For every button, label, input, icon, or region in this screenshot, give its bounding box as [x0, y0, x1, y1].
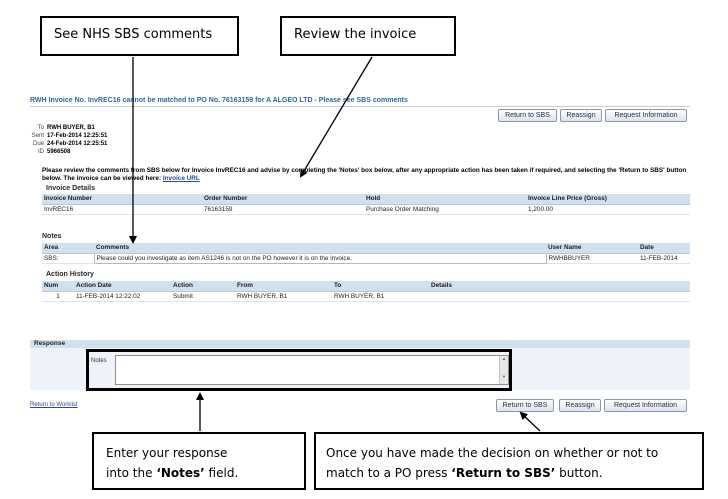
- callout-sbs-text: See NHS SBS comments: [54, 27, 213, 42]
- arrow-to-invoice-url: [299, 56, 373, 178]
- header-to-value: RWH BUYER, B1: [47, 125, 95, 131]
- history-num-cell: 1: [42, 291, 74, 302]
- request-information-button[interactable]: Request Information: [604, 399, 687, 412]
- column-header: Hold: [364, 194, 526, 205]
- reassign-button-top[interactable]: Reassign: [560, 109, 602, 122]
- notes-highlight-frame: [86, 349, 512, 391]
- history-action-cell: Submit: [171, 291, 235, 302]
- column-header: User Name: [546, 243, 638, 254]
- notes-comment-cell: Please could you investigate as item AS1…: [93, 252, 547, 264]
- instructions-text: Please review the comments from SBS belo…: [42, 167, 690, 183]
- callout-review-invoice: Review the invoice: [280, 16, 456, 56]
- table-row: InvREC16 76163159 Purchase Order Matchin…: [42, 204, 690, 215]
- request-information-button-top[interactable]: Request Information: [605, 109, 687, 122]
- scroll-down-icon[interactable]: ▼: [502, 374, 506, 379]
- history-to-cell: RWH BUYER, B1: [332, 291, 429, 302]
- instructions-body: Please review the comments from SBS belo…: [42, 167, 687, 182]
- column-header: Details: [429, 281, 690, 292]
- column-header: Date: [638, 243, 690, 254]
- return-to-sbs-button[interactable]: Return to SBS: [496, 399, 554, 412]
- table-header-row: Area Comments User Name Date: [42, 243, 690, 254]
- arrow-to-return-button: [519, 411, 541, 432]
- callout-review-text: Review the invoice: [294, 27, 417, 42]
- notes-user-cell: RWHBBUYER: [546, 253, 638, 264]
- response-heading: Response: [30, 340, 690, 348]
- invoice-details-table: Invoice Number Order Number Hold Invoice…: [42, 194, 690, 215]
- action-history-table: Num Action Date Action From To Details 1…: [42, 281, 690, 302]
- column-header: Order Number: [202, 194, 364, 205]
- column-header: To: [332, 281, 429, 292]
- callout-return-pre: match to a PO press: [326, 466, 452, 480]
- header-id-label: ID: [38, 149, 44, 155]
- header-due-value: 24-Feb-2014 12:25:51: [47, 141, 108, 147]
- notes-date-cell: 11-FEB-2014: [638, 253, 690, 264]
- title-divider: [30, 106, 690, 107]
- callout-return-line1: Once you have made the decision on wheth…: [326, 446, 659, 460]
- column-header: Invoice Line Price (Gross): [526, 194, 690, 205]
- header-to-label: To: [37, 125, 44, 131]
- callout-notes-bold: ‘Notes’: [156, 466, 205, 480]
- notes-scrollbar[interactable]: ▲ ▼: [499, 356, 508, 384]
- table-row: SBS: Please could you investigate as ite…: [42, 252, 690, 264]
- callout-return-bold: ‘Return to SBS’: [451, 466, 556, 480]
- notes-heading: Notes: [42, 233, 62, 240]
- callout-notes-post: field.: [204, 466, 239, 480]
- invoice-details-heading: Invoice Details: [46, 185, 96, 192]
- callout-enter-response: Enter your response into the ‘Notes’ fie…: [92, 432, 306, 490]
- notes-textarea[interactable]: [115, 355, 509, 385]
- column-header: Num: [42, 281, 74, 292]
- history-date-cell: 11-FEB-2014 12:22:02: [74, 291, 171, 302]
- column-header: Action: [171, 281, 235, 292]
- notes-field-label: Notes: [91, 358, 107, 364]
- callout-return-post: button.: [555, 466, 603, 480]
- header-id-value: 5966508: [47, 149, 71, 155]
- invoice-number-cell: InvREC16: [42, 204, 202, 215]
- column-header: Invoice Number: [42, 194, 202, 205]
- page-title: RWH Invoice No. InvREC16 cannot be match…: [30, 97, 408, 104]
- column-header: Area: [42, 243, 94, 254]
- action-history-heading: Action History: [46, 271, 94, 278]
- return-to-sbs-button-top[interactable]: Return to SBS: [498, 109, 557, 122]
- order-number-cell: 76163159: [202, 204, 364, 215]
- reassign-button[interactable]: Reassign: [559, 399, 601, 412]
- table-row: 1 11-FEB-2014 12:22:02 Submit RWH BUYER,…: [42, 291, 690, 302]
- callout-notes-line1: Enter your response: [106, 446, 228, 460]
- invoice-price-cell: 1,200.00: [526, 204, 690, 215]
- table-header-row: Invoice Number Order Number Hold Invoice…: [42, 194, 690, 205]
- table-header-row: Num Action Date Action From To Details: [42, 281, 690, 292]
- callout-notes-pre: into the: [106, 466, 157, 480]
- header-sent-value: 17-Feb-2014 12:25:51: [47, 133, 108, 139]
- callout-notes-line2: into the ‘Notes’ field.: [106, 463, 292, 483]
- header-sent-label: Sent: [31, 133, 44, 139]
- notes-table: Area Comments User Name Date SBS: Please…: [42, 243, 690, 264]
- callout-see-sbs-comments: See NHS SBS comments: [40, 16, 239, 56]
- history-details-cell: [429, 291, 690, 302]
- scroll-up-icon[interactable]: ▲: [502, 356, 506, 361]
- column-header: Comments: [94, 243, 546, 254]
- callout-return-line2: match to a PO press ‘Return to SBS’ butt…: [326, 463, 692, 483]
- hold-cell: Purchase Order Matching: [364, 204, 526, 215]
- history-from-cell: RWH BUYER, B1: [235, 291, 332, 302]
- invoice-url-link[interactable]: Invoice URL: [162, 175, 200, 182]
- callout-return-to-sbs: Once you have made the decision on wheth…: [314, 432, 704, 490]
- return-to-worklist-link[interactable]: Return to Worklist: [30, 402, 78, 408]
- notes-area-cell: SBS:: [42, 253, 94, 264]
- column-header: From: [235, 281, 332, 292]
- column-header: Action Date: [74, 281, 171, 292]
- header-due-label: Due: [32, 141, 44, 147]
